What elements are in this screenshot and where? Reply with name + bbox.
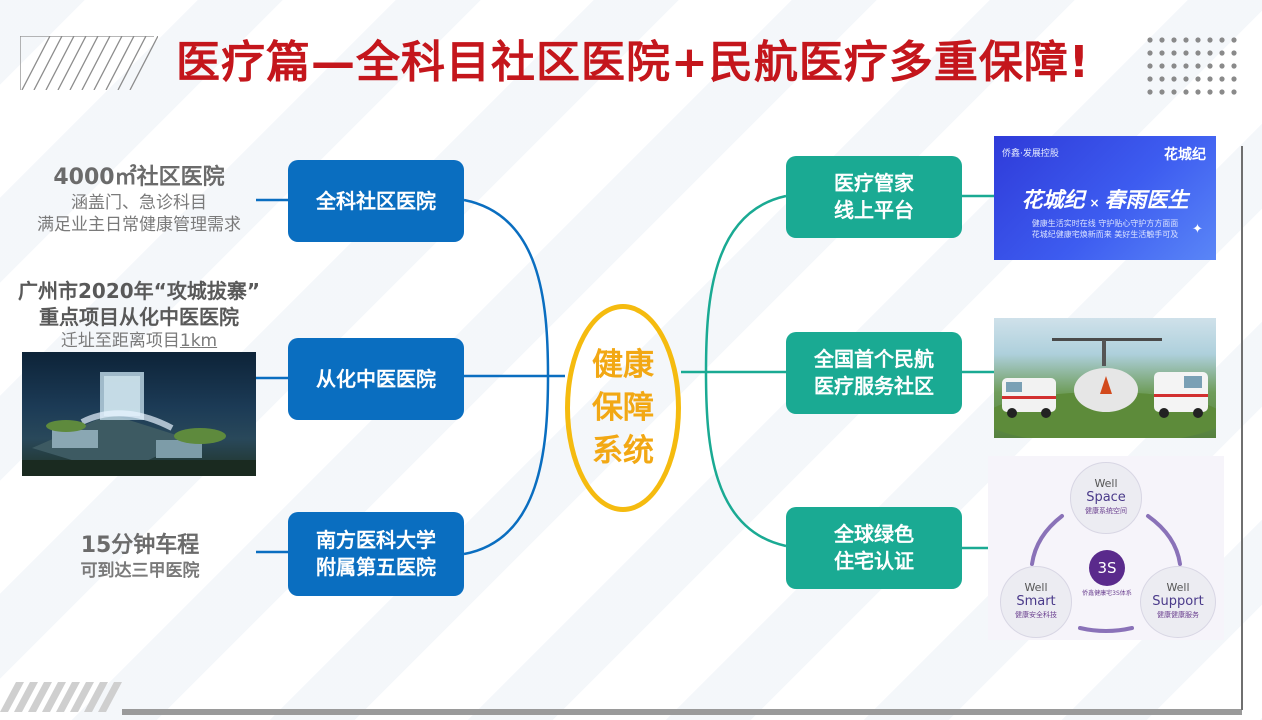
page-title: 医疗篇—全科目社区医院+民航医疗多重保障! (176, 37, 1090, 88)
aviation-medical-photo (994, 318, 1216, 438)
right-rule (1241, 146, 1243, 710)
well-smart-desc: 健康安全科技 (1015, 611, 1057, 619)
bottom-bar (122, 709, 1242, 715)
node-conghua-tcm-hospital: 从化中医医院 (288, 338, 464, 420)
well-space-ring: Well Space 健康系统空间 (1070, 462, 1142, 534)
slogan-cross: × (1089, 196, 1100, 210)
hospital-aerial-photo (22, 352, 256, 476)
slogan-right: 春雨医生 (1104, 188, 1189, 212)
platform-desc-1: 健康生活实时在线 守护贴心守护方方面面 (1031, 219, 1179, 228)
tcm-distance-prefix: 迁址至距离项目 (60, 331, 180, 351)
node-medical-butler-platform: 医疗管家线上平台 (786, 156, 962, 238)
platform-desc-2: 花城纪健康宅焕新而来 美好生活触手可及 (1031, 230, 1179, 239)
community-hospital-note: 4000㎡社区医院 涵盖门、急诊科目 满足业主日常健康管理需求 (22, 164, 256, 236)
tcm-note-line-3: 迁址至距离项目1km (10, 330, 268, 352)
well-smart-name: Smart (1016, 594, 1056, 609)
community-hospital-desc-2: 满足业主日常健康管理需求 (37, 215, 241, 235)
well-support-desc: 健康健康服务 (1157, 611, 1199, 619)
platform-brand-left: 侨鑫·发展控股 (1002, 149, 1059, 159)
core-3s-badge: 3S (1089, 550, 1125, 586)
bottom-left-stripes (0, 682, 122, 712)
center-health-system-label: 健康保障系统 (592, 346, 654, 469)
tcm-hospital-note: 广州市2020年“攻城拔寨” 重点项目从化中医医院 迁址至距离项目1km (10, 278, 268, 352)
center-health-system: 健康保障系统 (565, 304, 681, 512)
well-support-name: Support (1152, 594, 1204, 609)
well-space-name: Space (1086, 490, 1126, 505)
well-space-desc: 健康系统空间 (1085, 507, 1127, 515)
platform-desc: 健康生活实时在线 守护贴心守护方方面面 花城纪健康宅焕新而来 美好生活触手可及 (994, 218, 1216, 240)
core-3s-caption: 侨鑫健康宅3S体系 (1082, 590, 1132, 597)
node-southern-medical-fifth-hospital: 南方医科大学附属第五医院 (288, 512, 464, 596)
drive-time: 15分钟车程 (80, 533, 200, 558)
community-hospital-area: 4000㎡社区医院 (53, 165, 225, 190)
tcm-note-line-2: 重点项目从化中医医院 (39, 305, 239, 329)
platform-brand-right: 花城纪 (1164, 147, 1206, 163)
title-decoration (20, 36, 158, 90)
community-hospital-desc-1: 涵盖门、急诊科目 (71, 193, 207, 213)
dot-grid-decoration (1147, 37, 1237, 95)
drive-time-desc: 可到达三甲医院 (80, 561, 200, 581)
well-3s-system-card: Well Space 健康系统空间 Well Smart 健康安全科技 Well… (988, 456, 1224, 640)
third-hospital-note: 15分钟车程 可到达三甲医院 (40, 532, 240, 582)
well-smart-prefix: Well (1024, 581, 1048, 594)
well-space-prefix: Well (1094, 477, 1118, 490)
well-support-ring: Well Support 健康健康服务 (1140, 566, 1216, 638)
well-smart-ring: Well Smart 健康安全科技 (1000, 566, 1072, 638)
node-green-residence-certification: 全球绿色住宅认证 (786, 507, 962, 589)
well-support-prefix: Well (1166, 581, 1190, 594)
node-civil-aviation-medical-community: 全国首个民航医疗服务社区 (786, 332, 962, 414)
tcm-note-line-1: 广州市2020年“攻城拔寨” (18, 279, 260, 303)
sparkle-icon: ✦ (1192, 222, 1203, 237)
tcm-distance-value: 1km (179, 331, 218, 351)
online-platform-card: 侨鑫·发展控股 花城纪 花城纪 × 春雨医生 健康生活实时在线 守护贴心守护方方面面… (994, 136, 1216, 260)
platform-slogan: 花城纪 × 春雨医生 (994, 184, 1216, 214)
slogan-left: 花城纪 (1021, 188, 1085, 212)
node-general-community-hospital: 全科社区医院 (288, 160, 464, 242)
